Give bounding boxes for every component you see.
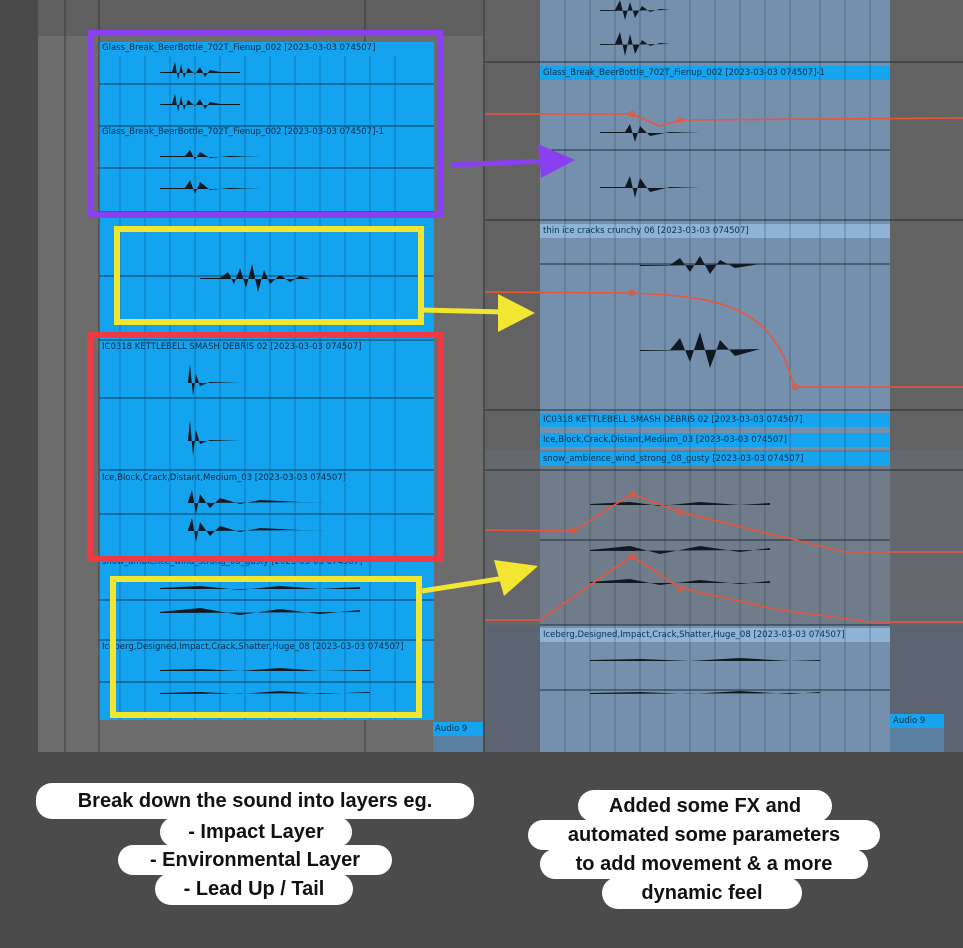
red-highlight-box (87, 332, 444, 562)
right-lower-section (485, 450, 963, 625)
right-automation-points[interactable] (569, 110, 799, 592)
right-caption-line-4: dynamic feel (602, 877, 802, 909)
left-caption-line-1: Break down the sound into layers eg. (36, 783, 474, 819)
left-caption-line-2: - Impact Layer (160, 817, 352, 847)
yellow-arrow-top (421, 294, 535, 332)
right-dim-region-top (485, 0, 540, 450)
right-clip-area[interactable] (540, 0, 890, 752)
right-clip-label-ice-block[interactable]: Ice,Block,Crack,Distant,Medium_03 [2023-… (540, 433, 890, 447)
left-clip-glass-break-1[interactable] (99, 126, 434, 212)
right-caption-line-3: to add movement & a more (540, 849, 868, 879)
right-dim-region-right (890, 0, 963, 450)
left-clip-iceberg[interactable] (99, 640, 434, 720)
right-clip-label-glass-break-1[interactable]: Glass_Break_BeerBottle_702T_Fienup_002 [… (540, 66, 890, 80)
right-clip-label-kettlebell[interactable]: IC0318 KETTLEBELL SMASH DEBRIS 02 [2023-… (540, 413, 890, 427)
right-caption-line-2: automated some parameters (528, 820, 880, 850)
left-clip-kettlebell-label: IC0318 KETTLEBELL SMASH DEBRIS 02 [2023-… (102, 342, 362, 352)
right-clip-label-snow-ambience[interactable]: snow_ambience_wind_strong_08_gusty [2023… (540, 452, 890, 466)
left-grid-lines (119, 56, 396, 720)
right-clip-label-thin-ice[interactable]: thin ice cracks crunchy 06 [2023-03-03 0… (540, 224, 890, 238)
right-clip-label-iceberg[interactable]: Iceberg,Designed,Impact,Crack,Shatter,Hu… (540, 628, 890, 642)
left-clip-snow-ambience[interactable] (99, 558, 434, 640)
left-clip-kettlebell[interactable] (99, 340, 434, 470)
left-audio9-label[interactable]: Audio 9 (433, 722, 483, 736)
right-audio9-label[interactable]: Audio 9 (890, 714, 944, 728)
purple-highlight-box (88, 30, 443, 218)
right-lane-dividers (485, 61, 963, 691)
right-caption-line-1: Added some FX and (578, 790, 832, 822)
yellow-highlight-box-bottom (110, 576, 422, 718)
left-clip-iceberg-label: Iceberg,Designed,Impact,Crack,Shatter,Hu… (102, 642, 404, 652)
right-grid-lines (564, 0, 871, 752)
right-automation-curves (484, 113, 963, 623)
left-clip-ice-block-label: Ice,Block,Crack,Distant,Medium_03 [2023-… (102, 473, 346, 483)
right-waveforms (590, 0, 820, 694)
yellow-arrow-bottom (421, 560, 538, 596)
left-caption-line-4: - Lead Up / Tail (155, 873, 353, 905)
left-waveforms (160, 62, 370, 694)
left-caption-line-3: - Environmental Layer (118, 845, 392, 875)
left-clip-glass-break-label: Glass_Break_BeerBottle_702T_Fienup_002 [… (102, 43, 376, 53)
yellow-highlight-box-top (114, 226, 424, 325)
left-clip-glass-break-1-label: Glass_Break_BeerBottle_702T_Fienup_002 [… (102, 127, 384, 137)
purple-arrow (450, 144, 575, 178)
left-lane-dividers (99, 83, 434, 683)
